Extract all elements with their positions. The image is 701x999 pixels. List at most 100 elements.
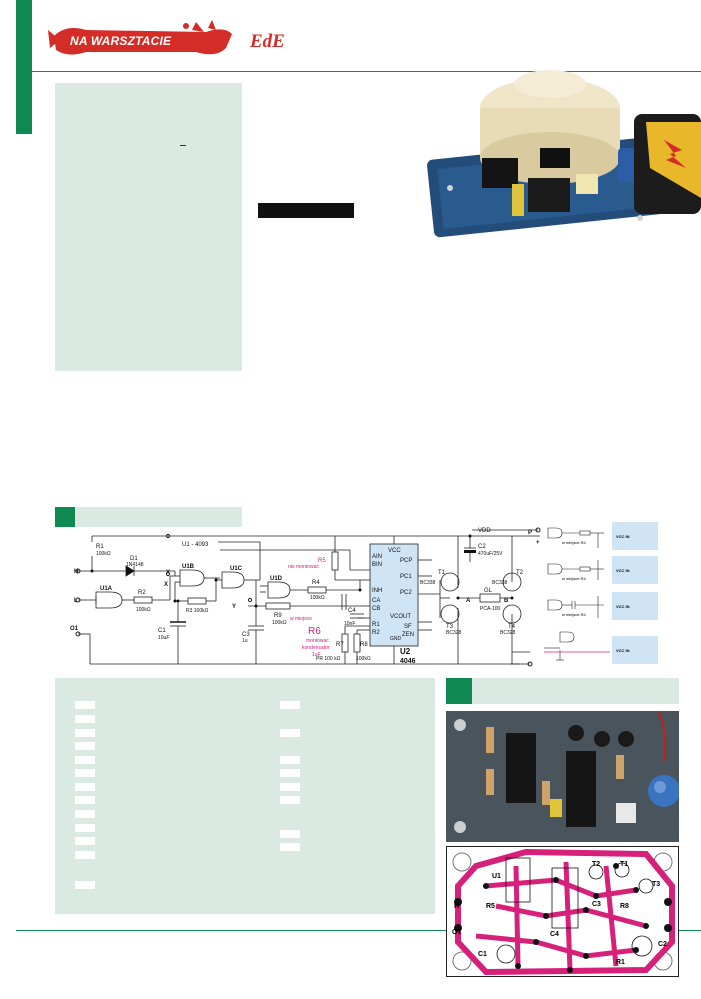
c4-value: 10nF <box>344 621 355 627</box>
u2-pin-sf: SF <box>404 624 412 630</box>
node-b-label: B <box>504 598 509 604</box>
r1-value: 100kΩ <box>96 551 111 557</box>
parts-list-panel <box>55 678 435 914</box>
c3-label: C3 <box>242 632 250 638</box>
u2-pin-vcc: VCC <box>388 548 401 554</box>
parts-marker <box>280 701 300 709</box>
variant-1-note: w miejsce R4 <box>562 540 587 545</box>
parts-marker <box>75 837 95 845</box>
t1-type: BC338 <box>420 580 436 586</box>
parts-marker <box>75 824 95 832</box>
r4-value: 100kΩ <box>310 595 325 601</box>
u2-pin-pcp: PCP <box>400 558 412 564</box>
parts-marker <box>280 769 300 777</box>
r5-note: nie montować <box>288 564 319 570</box>
layout-label-r8: R8 <box>620 903 629 910</box>
parts-marker <box>75 756 95 764</box>
u2-pin-vcout: VCOUT <box>390 614 411 620</box>
product-photo <box>427 70 701 238</box>
t1-label: T1 <box>438 570 446 576</box>
u2-pin-gnd: GND <box>390 636 402 642</box>
banner-label: NA WARSZTACIE <box>70 34 172 48</box>
r8-label: R8 <box>360 642 368 648</box>
layout-label-c1: C1 <box>478 951 487 958</box>
layout-label-c4: C4 <box>550 931 559 938</box>
parts-marker <box>280 783 300 791</box>
section-banner <box>48 20 232 55</box>
parts-marker <box>280 756 300 764</box>
r6-note-1: montować <box>306 638 329 644</box>
parts-marker <box>75 742 95 750</box>
header-rule <box>32 71 701 72</box>
parts-marker <box>280 796 300 804</box>
u2-pin-ain: AIN <box>372 554 382 560</box>
circuit-schematic: H L O1 R1 100kΩ D1 1N4148 U1 - 4093 U1A … <box>70 527 541 667</box>
r4-label: R4 <box>312 580 320 586</box>
u2-pin-r1: R1 <box>372 622 380 628</box>
r5-label: R5 <box>318 558 326 564</box>
gate-u1c-label: U1C <box>230 566 243 572</box>
r7-label: R7 <box>336 642 344 648</box>
photo-section-header <box>446 678 679 704</box>
variant-2-note: w miejsce R4 <box>562 576 587 581</box>
t3-label: T3 <box>446 624 454 630</box>
node-plus-label: + <box>536 540 540 546</box>
parts-marker <box>75 851 95 859</box>
layout-label-r1: R1 <box>616 959 625 966</box>
t3-type: BC328 <box>446 630 462 636</box>
r1-label: R1 <box>96 544 104 550</box>
node-p-label: P <box>528 530 532 536</box>
r2-label: R2 <box>138 590 146 596</box>
d1-value: 1N4148 <box>126 562 144 568</box>
c4-label: C4 <box>348 608 356 614</box>
schematic-section-header <box>55 507 242 527</box>
layout-label-o1: O1 <box>452 929 461 936</box>
u2-pin-ca: CA <box>372 598 380 604</box>
gate-u1a-label: U1A <box>100 586 113 592</box>
r7-value: PR 100 kΩ <box>316 656 341 662</box>
parts-marker <box>75 810 95 818</box>
layout-label-t3: T3 <box>652 881 660 888</box>
node-x2-label: X <box>164 582 168 588</box>
r8-value: 100kΩ <box>356 656 371 662</box>
r6-label: R6 <box>308 626 321 637</box>
variant-4-vcc: VCC IN <box>616 648 630 653</box>
t2-label: T2 <box>516 570 524 576</box>
r6-note-3: 1uF <box>312 652 321 658</box>
c1-value: 10uF <box>158 635 169 641</box>
node-x1-label: X <box>166 570 170 576</box>
pcb-photo <box>446 711 679 842</box>
parts-marker <box>75 729 95 737</box>
u2-label: U2 <box>400 647 411 656</box>
buzzer-label: GL <box>484 588 493 594</box>
input-h-label: H <box>74 569 78 575</box>
input-l-label: L <box>74 598 78 604</box>
ic-u1-label: U1 - 4093 <box>182 542 209 548</box>
side-accent-bar <box>16 0 32 134</box>
t2-type: BC338 <box>492 580 508 586</box>
variant-2-vcc: VCC IN <box>616 568 630 573</box>
footer-rule <box>16 930 701 931</box>
u2-pin-cb: CB <box>372 606 380 612</box>
layout-label-h: H <box>454 903 459 910</box>
info-panel-mark <box>180 145 186 146</box>
variant-1-vcc: VCC IN <box>616 534 630 539</box>
r3-label: R3 100kΩ <box>186 608 209 614</box>
r9-label: R9 <box>274 613 282 619</box>
variant-diagrams: w miejsce R4 w miejsce R4 w miejsce R4 V… <box>544 522 658 664</box>
c2-label: C2 <box>478 544 486 550</box>
buzzer-value: PCA-100 <box>480 606 501 612</box>
layout-label-r5: R5 <box>486 903 495 910</box>
u2-pin-pc1: PC1 <box>400 574 412 580</box>
parts-marker <box>280 830 300 838</box>
node-y-label: Y <box>232 604 236 610</box>
u2-pin-zen: ZEN <box>402 632 414 638</box>
c3-value: 1u <box>242 638 248 644</box>
layout-label-u1: U1 <box>492 873 501 880</box>
parts-marker <box>75 796 95 804</box>
gate-u1b-label: U1B <box>182 564 195 570</box>
info-panel <box>55 83 242 371</box>
gate-u1d-label: U1D <box>270 576 283 582</box>
parts-marker <box>75 769 95 777</box>
r9-value: 100kΩ <box>272 620 287 626</box>
